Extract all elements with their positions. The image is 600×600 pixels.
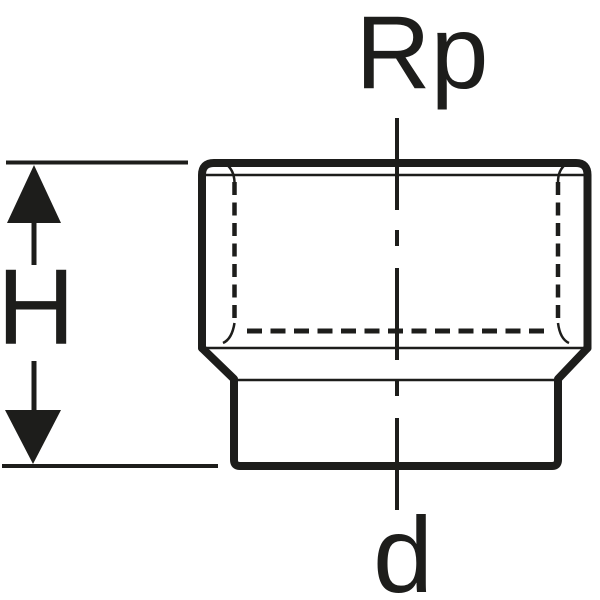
thread-hook-bottom-left — [222, 322, 236, 345]
dimension-arrow-up — [7, 165, 61, 223]
drawing-linework — [2, 118, 592, 516]
socket-body-outline — [198, 159, 592, 352]
height-label: H — [0, 246, 75, 367]
dimension-arrow-down — [5, 410, 61, 464]
diameter-label: d — [373, 494, 433, 600]
thread-size-label: Rp — [356, 0, 489, 111]
chamfer-left — [198, 344, 238, 383]
thread-hook-top-left — [225, 163, 236, 183]
chamfer-right — [554, 344, 592, 383]
thread-hook-top-right — [556, 163, 567, 183]
thread-hook-bottom-right — [556, 322, 570, 345]
drawing-fills: Rp H d — [0, 0, 488, 600]
